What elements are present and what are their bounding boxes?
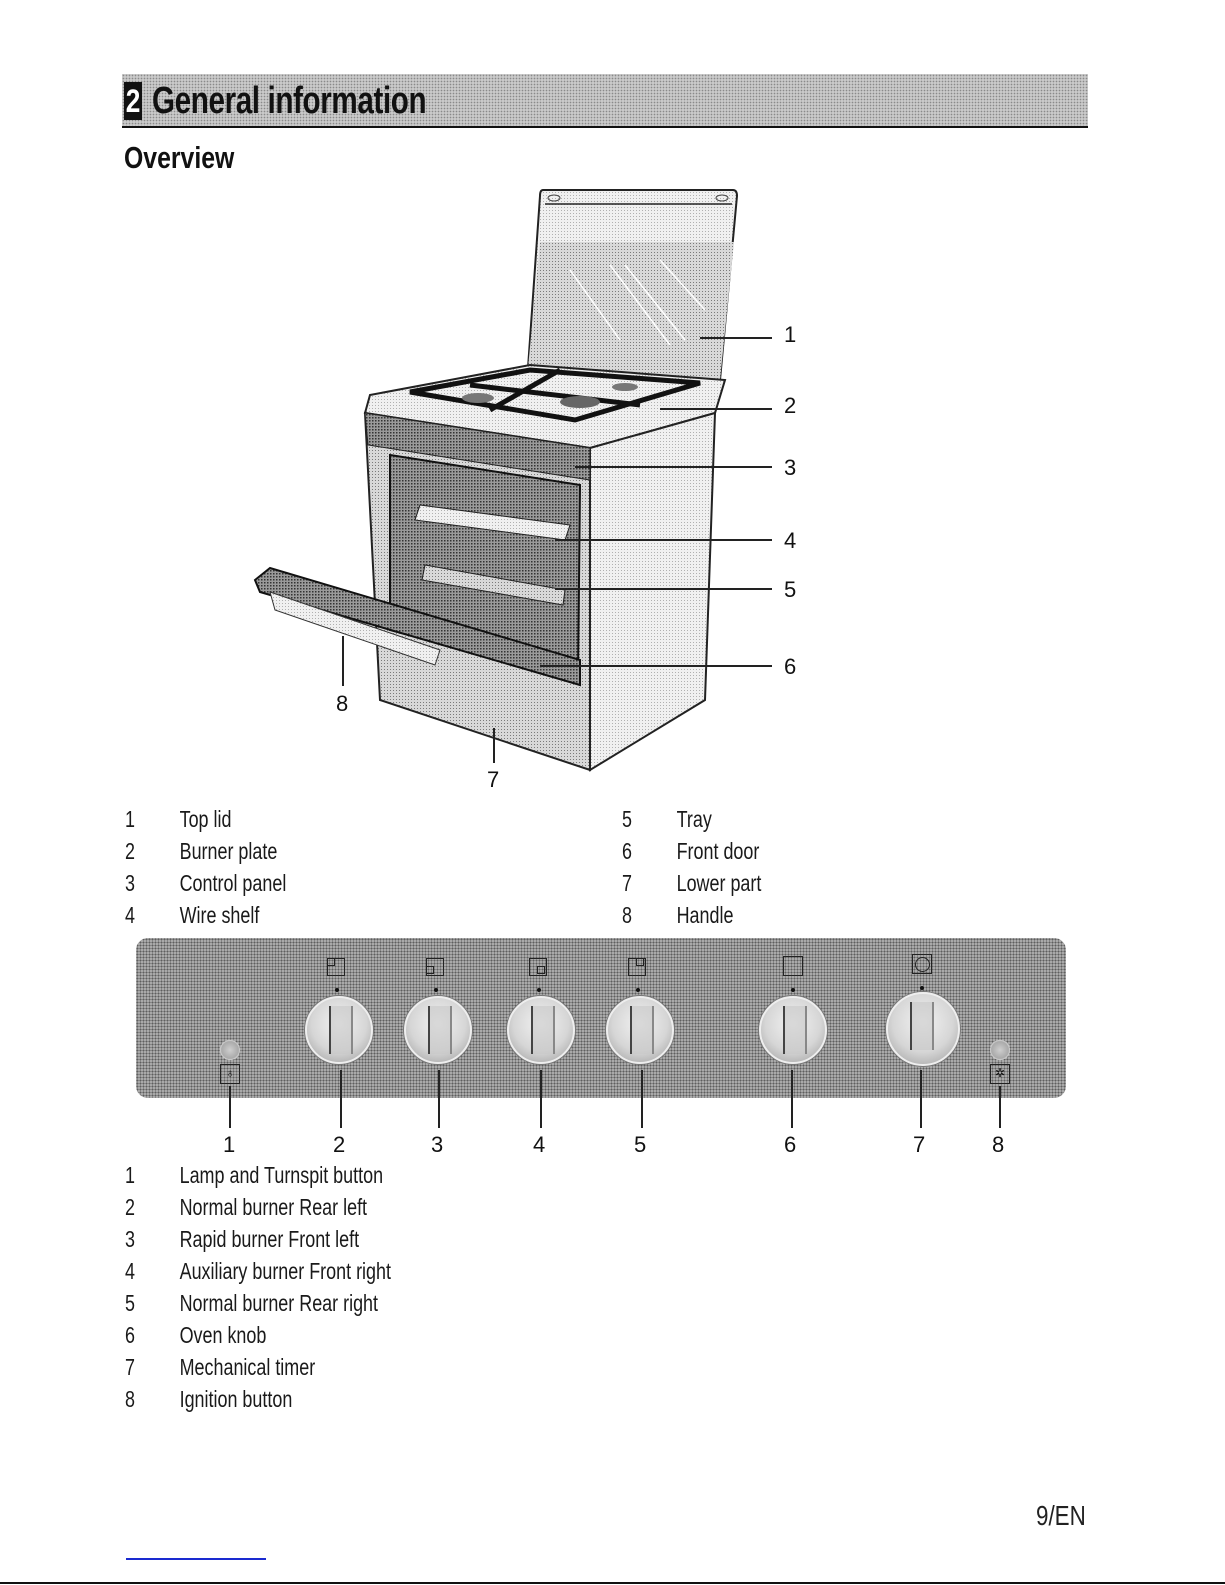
oven-icon xyxy=(783,956,803,976)
callout-leader-3 xyxy=(575,466,772,468)
front-door xyxy=(253,566,581,687)
callout-leader-1 xyxy=(700,337,772,339)
callout-7: 7 xyxy=(487,767,500,792)
callout-leader-2 xyxy=(660,408,772,410)
section-number: 2 xyxy=(124,82,143,120)
knob-marker xyxy=(920,986,924,990)
lamp-icon: ♁ xyxy=(220,1064,240,1084)
knob-marker xyxy=(434,988,438,992)
knob-marker xyxy=(791,988,795,992)
callout-leader-5 xyxy=(555,588,772,590)
tray xyxy=(421,564,566,606)
callout-leader-4 xyxy=(555,539,772,541)
callout-4: 4 xyxy=(784,528,797,553)
panel-callout-2: 2 xyxy=(333,1132,346,1157)
callout-leader-6 xyxy=(540,665,772,667)
callout-leader-7 xyxy=(493,728,495,763)
section-header-bar: 2 General information xyxy=(122,74,1088,128)
knob-marker xyxy=(636,988,640,992)
subsection-title: Overview xyxy=(124,140,235,175)
cooker-side xyxy=(589,411,717,772)
footer-link-underline xyxy=(126,1558,266,1560)
burner-front-right-icon xyxy=(529,958,547,976)
panel-leader-7 xyxy=(920,1070,922,1128)
panel-callout-6: 6 xyxy=(784,1132,797,1157)
page-bottom-rule xyxy=(0,1582,1225,1584)
knob-normal-burner-rear-right[interactable] xyxy=(606,996,674,1064)
panel-leader-2 xyxy=(340,1070,342,1128)
knob-mechanical-timer[interactable] xyxy=(886,992,960,1066)
burner-rear-right-icon xyxy=(628,957,646,976)
control-panel-strip xyxy=(364,412,591,481)
callout-2: 2 xyxy=(784,393,797,418)
callout-8: 8 xyxy=(336,691,349,716)
panel-callout-4: 4 xyxy=(533,1132,546,1157)
callout-3: 3 xyxy=(784,455,797,480)
lamp-button[interactable] xyxy=(220,1040,240,1060)
knob-rapid-burner-front-left[interactable] xyxy=(404,996,472,1064)
panel-leader-1 xyxy=(229,1086,231,1128)
panel-callout-8: 8 xyxy=(992,1132,1005,1157)
panel-callout-3: 3 xyxy=(431,1132,444,1157)
callout-1: 1 xyxy=(784,322,797,347)
panel-callout-5: 5 xyxy=(634,1132,647,1157)
callout-5: 5 xyxy=(784,577,797,602)
burner-rear-left-icon xyxy=(326,957,345,976)
cooker-illustration xyxy=(253,189,739,772)
panel-callout-7: 7 xyxy=(913,1132,926,1157)
knob-normal-burner-rear-left[interactable] xyxy=(305,996,373,1064)
knob-marker xyxy=(335,988,339,992)
knob-auxiliary-burner-front-right[interactable] xyxy=(507,996,575,1064)
panel-leader-3 xyxy=(438,1070,440,1128)
knob-oven[interactable] xyxy=(759,996,827,1064)
panel-leader-4 xyxy=(540,1070,542,1128)
burner-front-left-icon xyxy=(425,958,444,976)
callout-6: 6 xyxy=(784,654,797,679)
section-title: General information xyxy=(152,80,427,122)
door-handle xyxy=(269,591,441,666)
panel-leader-5 xyxy=(641,1070,643,1128)
callout-leader-8 xyxy=(342,636,344,686)
timer-icon xyxy=(912,954,932,974)
page-number: 9/EN xyxy=(1036,1500,1086,1531)
ignition-button[interactable] xyxy=(990,1040,1010,1060)
control-panel: ♁ ✲ xyxy=(136,938,1066,1098)
burner-plate xyxy=(363,363,727,450)
panel-leader-6 xyxy=(791,1070,793,1128)
panel-leader-8 xyxy=(999,1086,1001,1128)
ignition-spark-icon: ✲ xyxy=(990,1064,1010,1084)
panel-callout-1: 1 xyxy=(223,1132,236,1157)
top-lid xyxy=(526,189,739,382)
knob-marker xyxy=(537,988,541,992)
